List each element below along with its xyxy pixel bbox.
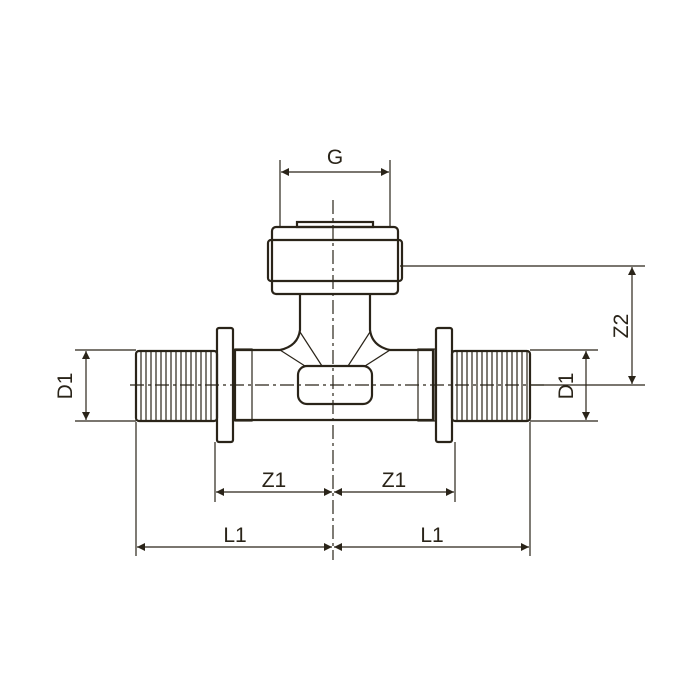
- label-l1-right: L1: [420, 524, 443, 547]
- label-z2: Z2: [610, 314, 633, 339]
- centerlines: [130, 200, 545, 560]
- thread-outline: [450, 349, 532, 423]
- dimension-g: G: [279, 146, 391, 226]
- branch-cap: [266, 220, 404, 296]
- thread-right: [450, 349, 532, 423]
- dimension-d1-right: D1: [530, 349, 598, 422]
- label-z1-right: Z1: [382, 469, 407, 492]
- label-l1-left: L1: [223, 524, 246, 547]
- label-g: G: [327, 146, 343, 169]
- thread-left: [134, 349, 219, 423]
- dimension-z1: Z1 Z1: [214, 442, 456, 502]
- tee-body: [233, 294, 436, 422]
- label-z1-left: Z1: [262, 469, 287, 492]
- dimension-l1: L1 L1: [135, 422, 531, 556]
- label-d1-right: D1: [555, 373, 578, 400]
- dimension-d1-left: D1: [54, 349, 136, 422]
- label-d1-left: D1: [54, 373, 77, 400]
